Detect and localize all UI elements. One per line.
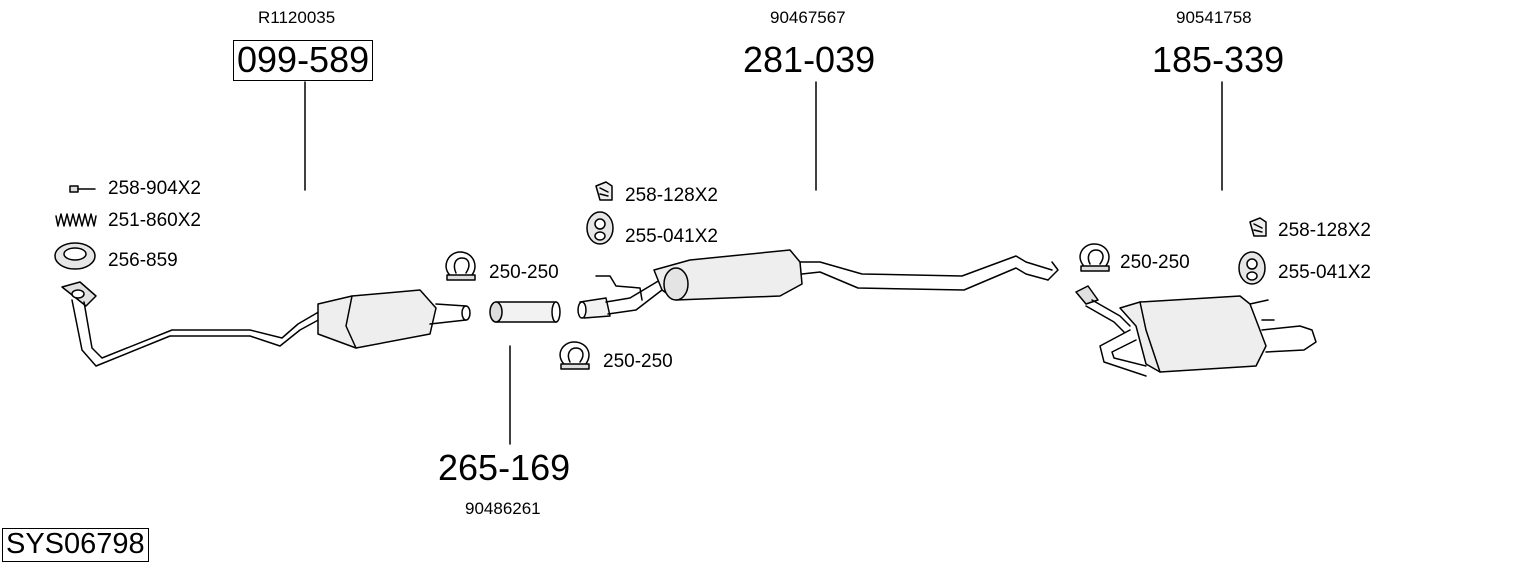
holder-icon-rear xyxy=(1249,217,1267,237)
part-number-rear-silencer[interactable]: 185-339 xyxy=(1152,39,1285,80)
accessory-label-mid-rubber[interactable]: 255-041X2 xyxy=(625,226,718,247)
system-code: SYS06798 xyxy=(2,528,149,562)
clamp-icon-lower xyxy=(559,341,590,370)
oe-number-rear-silencer: 90541758 xyxy=(1176,8,1252,27)
accessory-label-front-gasket[interactable]: 256-859 xyxy=(108,250,178,271)
gasket-ring-icon xyxy=(54,242,96,270)
accessory-label-rear-clamp[interactable]: 250-250 xyxy=(1120,252,1190,273)
rear-silencer-drawing xyxy=(1075,285,1317,377)
oe-number-connecting-pipe: 90486261 xyxy=(465,499,541,518)
part-number-catalytic-converter[interactable]: 099-589 xyxy=(233,40,374,81)
oe-number-catalytic-converter: R1120035 xyxy=(258,8,336,27)
rubber-mount-icon-rear xyxy=(1238,251,1266,285)
accessory-label-rear-holder[interactable]: 258-128X2 xyxy=(1278,220,1371,241)
accessory-label-front-bolt[interactable]: 258-904X2 xyxy=(108,178,201,199)
middle-silencer-drawing xyxy=(577,249,1059,319)
part-number-middle-silencer[interactable]: 281-039 xyxy=(743,39,876,80)
rubber-mount-icon-mid xyxy=(586,211,614,245)
connecting-pipe-drawing xyxy=(489,301,561,323)
clamp-icon-rear xyxy=(1079,243,1110,272)
part-number-connecting-pipe[interactable]: 265-169 xyxy=(438,447,571,488)
accessory-label-clamp-lower[interactable]: 250-250 xyxy=(603,351,673,372)
accessory-label-front-spring[interactable]: 251-860X2 xyxy=(108,210,201,231)
accessory-label-rear-rubber[interactable]: 255-041X2 xyxy=(1278,262,1371,283)
catalytic-converter-drawing xyxy=(61,281,471,367)
bolt-icon xyxy=(69,185,96,193)
accessory-label-clamp-upper[interactable]: 250-250 xyxy=(489,262,559,283)
oe-number-middle-silencer: 90467567 xyxy=(770,8,846,27)
accessory-label-mid-holder[interactable]: 258-128X2 xyxy=(625,185,718,206)
clamp-icon-upper xyxy=(445,251,476,281)
spring-icon xyxy=(55,213,97,227)
holder-icon-mid xyxy=(595,181,613,201)
